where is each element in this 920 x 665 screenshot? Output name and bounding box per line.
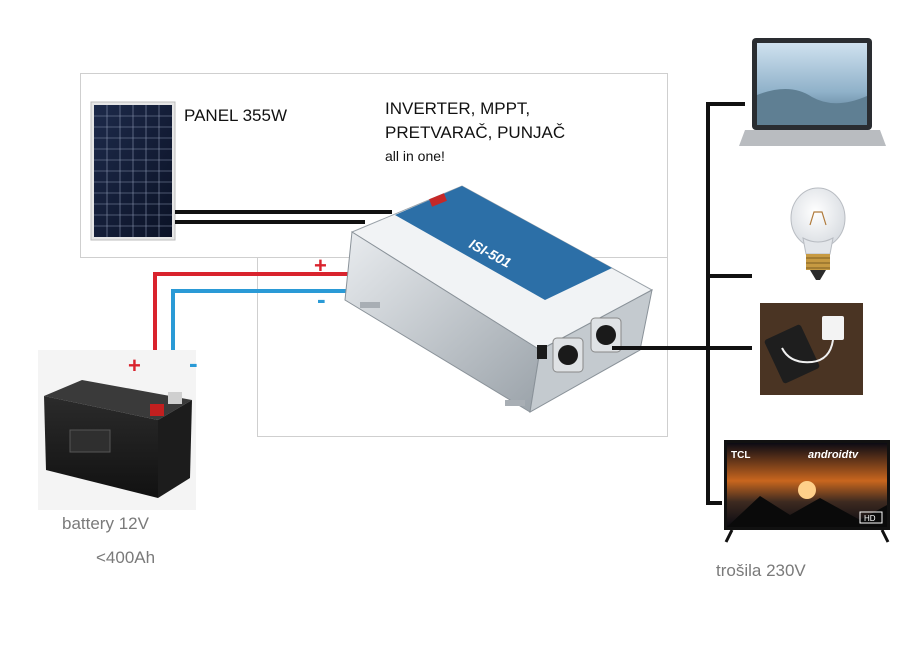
battery-icon: [38, 350, 196, 510]
tv-os-label: androidtv: [808, 449, 859, 461]
inverter-icon: [345, 186, 652, 412]
battery-plus-sign: +: [128, 353, 141, 378]
inverter-label-line1: INVERTER, MPPT,: [385, 99, 530, 119]
panel-label: PANEL 355W: [184, 106, 287, 126]
pv-wires: [175, 212, 392, 222]
loads-label: trošila 230V: [716, 561, 806, 581]
light-bulb-icon: [791, 188, 845, 280]
battery-label-line1: battery 12V: [62, 514, 149, 534]
inverter-minus-sign: -: [317, 284, 326, 314]
tv-brand-label: TCL: [731, 450, 750, 461]
inverter-plus-sign: +: [314, 253, 327, 278]
inverter-label-line2: PRETVARAČ, PUNJAČ: [385, 123, 565, 143]
tv-badge-label: HD: [864, 514, 876, 523]
laptop-icon: [739, 38, 886, 146]
solar-panel-icon: [91, 102, 175, 240]
inverter-label-line3: all in one!: [385, 148, 445, 164]
phone-charger-icon: [760, 303, 863, 395]
battery-label-line2: <400Ah: [96, 548, 155, 568]
battery-minus-sign: -: [189, 348, 198, 378]
